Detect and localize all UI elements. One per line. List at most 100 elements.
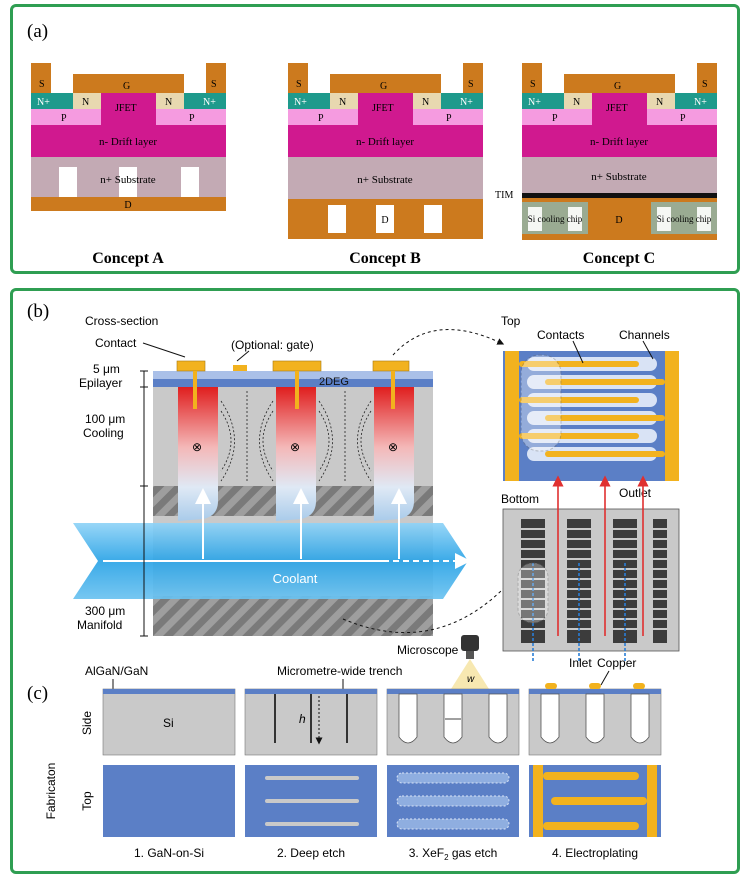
- label-n-right: N: [656, 97, 663, 108]
- arrow-to-bottom-view: [342, 570, 521, 634]
- p-left-a: [31, 109, 101, 125]
- microscope-icon: w: [451, 635, 489, 689]
- epilayer-top: [153, 371, 433, 379]
- panel-a-svg: (a) S S G N+ N+ N N JFET P: [27, 21, 717, 267]
- panel-a: (a) S S G N+ N+ N N JFET P: [10, 4, 740, 274]
- fabrication-label: Fabricaton: [44, 763, 58, 820]
- void-c1: [528, 207, 542, 231]
- label-tim: TIM: [495, 190, 513, 201]
- finger-6: [545, 451, 665, 457]
- label-n-left: N: [339, 97, 346, 108]
- substrate-b: [288, 157, 483, 199]
- manifold-bottom-hatch: [153, 596, 433, 636]
- gate-pointer: [236, 350, 250, 362]
- label-p-right: P: [189, 113, 195, 124]
- panel-b-c: (b) Cross-section Contact (Optional: gat…: [10, 288, 740, 874]
- current-marker-2: ⊗: [290, 440, 300, 454]
- n-left-c: [564, 93, 592, 109]
- label-s-right: S: [211, 79, 217, 90]
- bottom-view-highlight: [517, 562, 549, 624]
- heat-flux-lines: [220, 391, 372, 482]
- label-drift: n- Drift layer: [99, 136, 157, 148]
- label-drain: D: [615, 215, 622, 226]
- drift-c: [522, 125, 717, 157]
- step-2-caption: 2. Deep etch: [277, 846, 345, 860]
- label-s-left: S: [296, 79, 302, 90]
- step-2-top: [245, 765, 377, 837]
- void-b2: [376, 205, 394, 233]
- label-drift: n- Drift layer: [590, 136, 648, 148]
- finger-1: [519, 361, 639, 367]
- finger-3: [519, 397, 639, 403]
- label-jfet: JFET: [372, 103, 394, 114]
- cooling-channel-1: [178, 387, 218, 521]
- step-3-side: [386, 688, 520, 756]
- p-right-c: [647, 109, 717, 125]
- inlet-label: Inlet: [569, 656, 592, 670]
- label-s-left: S: [530, 79, 536, 90]
- concept-b-diagram: S S G N+ N+ N N JFET P P n- Drift layer …: [288, 63, 483, 239]
- label-s-left: S: [39, 79, 45, 90]
- concept-a-title: Concept A: [92, 250, 164, 267]
- channels-pointer: [642, 340, 654, 360]
- label-p-left: P: [61, 113, 67, 124]
- label-s-right: S: [702, 79, 708, 90]
- label-nplus-left: N+: [294, 97, 307, 108]
- label-si-cooling-right: Si cooling chip: [657, 214, 712, 224]
- via-3: [391, 371, 395, 409]
- current-marker-1: ⊗: [192, 440, 202, 454]
- panel-bc-svg: (b) Cross-section Contact (Optional: gat…: [27, 301, 680, 862]
- label-jfet: JFET: [115, 103, 137, 114]
- contact-label: Contact: [95, 336, 137, 350]
- cooling-channel-3: [374, 387, 414, 521]
- cross-section-diagram: 2DEG ⊗ ⊗ ⊗: [73, 360, 471, 636]
- via-1: [193, 371, 197, 409]
- coolant-label: Coolant: [273, 571, 318, 586]
- p-left-c: [522, 109, 592, 125]
- label-substrate: n+ Substrate: [357, 174, 413, 186]
- drift-a: [31, 125, 226, 157]
- copper-label: Copper: [597, 656, 636, 670]
- n-left-a: [73, 93, 101, 109]
- p-right-a: [156, 109, 226, 125]
- jfet-c: [592, 93, 647, 125]
- void-c3: [657, 207, 671, 231]
- side-row-label: Side: [80, 711, 94, 735]
- via-2: [295, 371, 299, 409]
- cooling-channel-2: [276, 387, 316, 521]
- contact-pad-1: [176, 360, 206, 372]
- trench-label: Micrometre-wide trench: [277, 664, 402, 678]
- label-nplus-left: N+: [37, 97, 50, 108]
- step-4-caption: 4. Electroplating: [552, 846, 638, 860]
- n-right-b: [413, 93, 441, 109]
- step-4-top: [529, 765, 661, 837]
- contacts-label: Contacts: [537, 328, 584, 342]
- label-jfet: JFET: [606, 103, 628, 114]
- contact-pointer: [142, 342, 186, 358]
- contact-pad-2: [272, 360, 322, 372]
- finger-4: [545, 415, 665, 421]
- top-view-highlight: [520, 354, 562, 452]
- top-view-diagram: [503, 340, 679, 481]
- label-nplus-right: N+: [460, 97, 473, 108]
- void-b1: [328, 205, 346, 233]
- gate-c: [564, 74, 675, 94]
- top-contact-right: [665, 351, 679, 481]
- label-n-right: N: [165, 97, 172, 108]
- concept-b-title: Concept B: [349, 250, 421, 267]
- label-nplus-right: N+: [203, 97, 216, 108]
- contact-pad-3: [372, 360, 410, 372]
- label-substrate: n+ Substrate: [591, 171, 647, 183]
- void-a1: [59, 167, 77, 197]
- label-substrate: n+ Substrate: [100, 174, 156, 186]
- label-p-right: P: [680, 113, 686, 124]
- gate-b: [330, 74, 441, 94]
- gate-a: [73, 74, 184, 94]
- label-p-left: P: [318, 113, 324, 124]
- label-g: G: [123, 81, 130, 92]
- concept-c-diagram: S S G N+ N+ N N JFET P P n- Drift layer …: [495, 63, 717, 240]
- label-nplus-left: N+: [528, 97, 541, 108]
- channels-label: Channels: [619, 328, 670, 342]
- concept-a-diagram: S S G N+ N+ N N JFET P P n- Drift layer …: [31, 63, 226, 211]
